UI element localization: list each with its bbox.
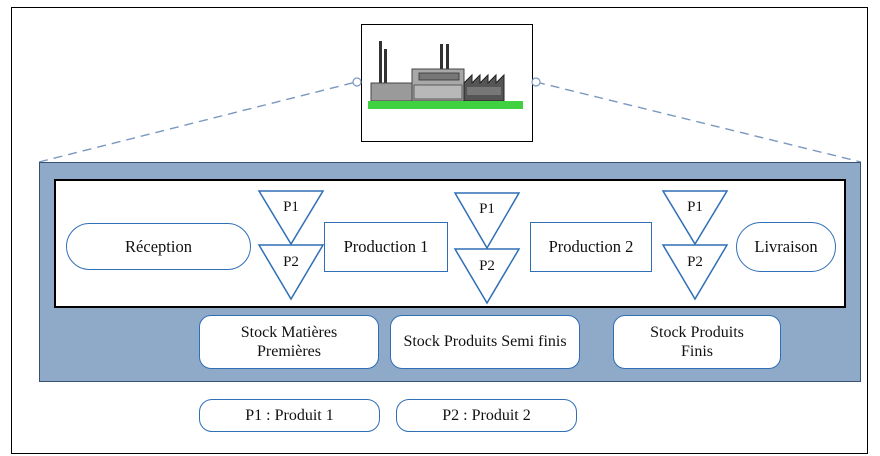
triangle-p1-group2 [453, 192, 521, 250]
left-handle [352, 77, 362, 87]
stock-produits-finis: Stock Produits Finis [613, 315, 781, 369]
reception-node: Réception [66, 223, 251, 270]
triangle-label-p2: P2 [687, 254, 703, 270]
triangle-label-p1: P1 [283, 199, 299, 215]
production-1-node: Production 1 [324, 222, 448, 272]
triangle-label-p2: P2 [283, 254, 299, 270]
triangle-p1-group1 [257, 190, 325, 246]
triangle-p2-group2 [453, 248, 521, 305]
triangle-label-p2: P2 [479, 258, 495, 274]
triangle-label-p1: P1 [687, 199, 703, 215]
legend-p1: P1 : Produit 1 [199, 399, 380, 432]
legend-p2: P2 : Produit 2 [396, 399, 577, 432]
stock-matieres-premieres: Stock Matières Premières [199, 315, 379, 369]
factory-icon [368, 41, 523, 109]
production-2-node: Production 2 [530, 222, 652, 272]
left-dashed-connector [38, 81, 357, 163]
triangle-label-p1: P1 [479, 201, 495, 217]
factory-icon-box [361, 24, 533, 142]
right-handle [531, 77, 541, 87]
livraison-node: Livraison [736, 222, 836, 272]
stock-produits-semi-finis: Stock Produits Semi finis [390, 315, 580, 369]
triangle-p1-group3 [661, 190, 729, 246]
triangle-p2-group3 [661, 244, 729, 301]
diagram-frame [11, 7, 868, 454]
triangle-p2-group1 [257, 244, 325, 301]
right-dashed-connector [535, 81, 862, 163]
